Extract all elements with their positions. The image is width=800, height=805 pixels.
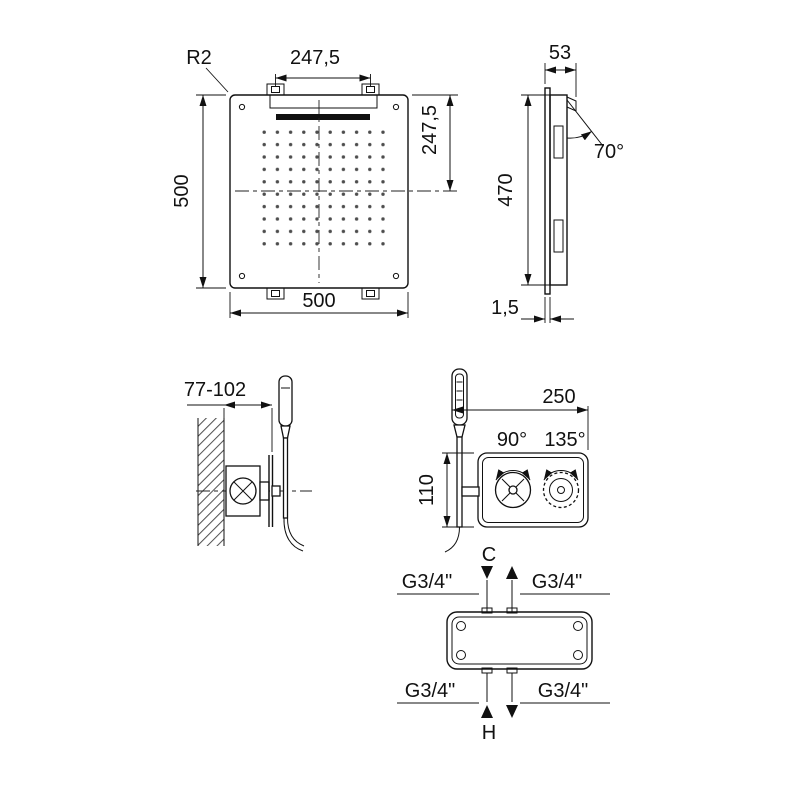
jet-direction-line: [566, 99, 604, 147]
dim-right-height: 247,5: [419, 105, 441, 155]
angle-arc: [566, 131, 592, 141]
temperature-knob: [542, 471, 580, 509]
flow-in-arrow-top: [481, 566, 493, 579]
handshower-holder-side: [271, 485, 281, 497]
bracket-slot-upper: [553, 125, 564, 159]
dim-jet-angle: 70°: [594, 141, 624, 163]
mounting-tabs: [266, 83, 380, 300]
dim-rough-in-depth: 77-102: [184, 379, 246, 401]
handshower-neck-front: [453, 424, 466, 438]
panel-edge: [544, 87, 551, 295]
dim-top-width: 247,5: [290, 47, 340, 69]
connection-diagram: C G3/4" G3/4" G3/4" G3/4" H: [397, 544, 610, 744]
dim-side-height: 470: [495, 173, 517, 206]
dim-bottom-width: 500: [302, 290, 335, 312]
front-view-dimensions: R2 247,5 247,5 500 500: [171, 47, 458, 318]
diverter-rotation-arrow-right: [512, 469, 531, 481]
hot-label: H: [482, 722, 496, 744]
manifold-screw-boss: [456, 621, 466, 631]
diverter-rotation-arrow-left: [495, 469, 514, 481]
wall-section-view: 77-102: [184, 375, 312, 552]
cold-label: C: [482, 544, 496, 566]
port-top-right: [506, 607, 518, 614]
waterfall-housing: [269, 94, 378, 109]
handshower-hose-side: [282, 437, 289, 519]
thread-top-right: G3/4": [532, 571, 582, 593]
dim-thickness: 1,5: [491, 297, 519, 319]
thread-bottom-right: G3/4": [538, 680, 588, 702]
spray-nozzle-grid: [262, 130, 389, 251]
flow-out-arrow-bottom: [481, 705, 493, 718]
shower-head-side-view: 70° 53 470 1,5: [491, 42, 624, 323]
dim-trim-width: 250: [542, 386, 575, 408]
trim-front-view: 90° 135° 250 110: [416, 368, 589, 553]
radius-leader-line: [205, 67, 229, 93]
dim-angle-right: 135°: [544, 429, 585, 451]
side-bracket: [566, 96, 577, 112]
handshower-handle-side: [278, 375, 293, 427]
dim-depth: 53: [549, 42, 571, 64]
dim-trim-height: 110: [416, 474, 438, 506]
handshower-neck-side: [280, 425, 291, 439]
flow-out-arrow-top: [506, 566, 518, 579]
valve-stem: [259, 481, 270, 501]
dim-left-height: 500: [171, 174, 193, 207]
thread-bottom-left: G3/4": [405, 680, 455, 702]
wall-hatching: [198, 418, 224, 546]
bracket-slot-lower: [553, 219, 564, 253]
temp-rotation-arrow-left: [543, 469, 562, 481]
radius-label: R2: [186, 47, 212, 69]
port-top-left: [481, 607, 493, 614]
waterfall-slot: [276, 114, 370, 120]
mounting-frame-edge: [549, 94, 568, 286]
shower-head-front-view: [229, 83, 458, 300]
handshower-head: [451, 368, 468, 426]
dim-angle-left: 90°: [497, 429, 527, 451]
flow-in-arrow-bottom: [506, 705, 518, 718]
handshower-hose-front: [456, 436, 463, 528]
hose-curve: [283, 517, 304, 552]
manifold-plate: [446, 611, 593, 670]
temp-rotation-arrow-right: [560, 469, 579, 481]
handshower-holder-front: [461, 486, 480, 497]
corner-screw-holes: [238, 103, 400, 280]
thread-top-left: G3/4": [402, 571, 452, 593]
